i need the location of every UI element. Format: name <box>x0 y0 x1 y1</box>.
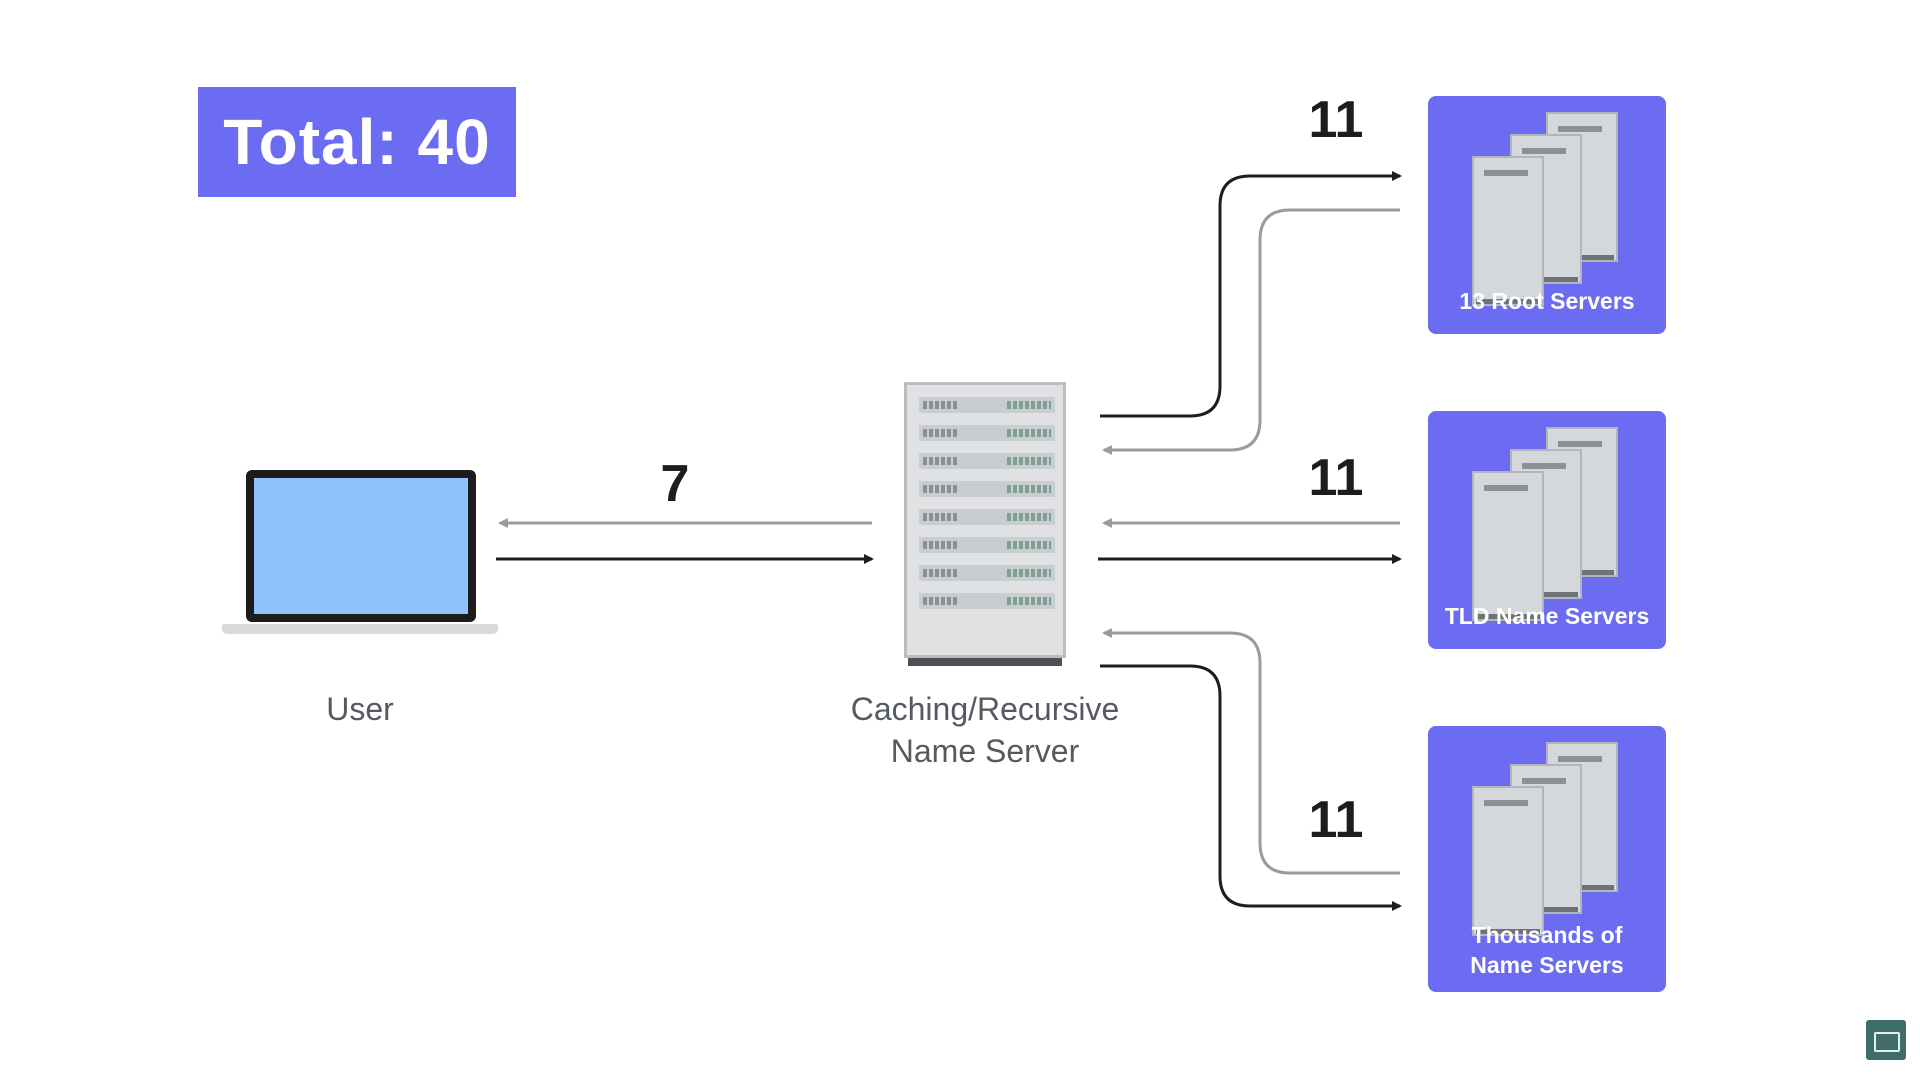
auth-to-cache-response-arrow <box>1102 628 1400 875</box>
server-rack-icon <box>904 382 1066 666</box>
authoritative-servers-label: Thousands of Name Servers <box>1428 920 1666 980</box>
rack-foot <box>908 658 1062 666</box>
tld-link-count: 11 <box>1308 449 1364 507</box>
rack-slot <box>919 509 1055 525</box>
rack-slot <box>919 397 1055 413</box>
server-tower-icon <box>1472 471 1544 621</box>
total-label: Total: 40 <box>223 106 491 178</box>
server-tower-icon <box>1472 156 1544 306</box>
root-to-cache-response-arrow <box>1102 208 1400 455</box>
cache-to-auth-request-arrow <box>1100 664 1402 911</box>
cache-server-label: Caching/Recursive Name Server <box>780 688 1190 772</box>
laptop-base <box>222 624 498 634</box>
rack-slot <box>919 593 1055 609</box>
root-servers-label: 13 Root Servers <box>1459 288 1635 314</box>
authoritative-servers-label-line-1: Thousands of <box>1471 922 1623 948</box>
rack-body <box>904 382 1066 658</box>
auth-link-count: 11 <box>1308 791 1364 849</box>
rack-slot <box>919 453 1055 469</box>
authoritative-servers-label-line-2: Name Servers <box>1470 952 1624 978</box>
tld-servers-label: TLD Name Servers <box>1444 603 1650 629</box>
user-label: User <box>326 691 394 727</box>
laptop-screen <box>246 470 476 622</box>
laptop-icon <box>222 470 498 636</box>
authoritative-servers-card: Thousands of Name Servers <box>1428 726 1666 992</box>
rack-slot <box>919 425 1055 441</box>
root-servers-card: 13 Root Servers <box>1428 96 1666 334</box>
cache-server-label-line-2: Name Server <box>890 733 1080 769</box>
channel-logo-icon <box>1866 1020 1906 1060</box>
rack-slot <box>919 537 1055 553</box>
root-link-count: 11 <box>1308 91 1364 149</box>
user-link-count: 7 <box>660 455 690 513</box>
cache-to-root-request-arrow <box>1100 171 1402 418</box>
rack-slot <box>919 481 1055 497</box>
rack-slot <box>919 565 1055 581</box>
cache-server-label-line-1: Caching/Recursive <box>850 691 1120 727</box>
tld-servers-card: TLD Name Servers <box>1428 411 1666 649</box>
server-tower-icon <box>1472 786 1544 936</box>
total-box: Total: 40 <box>198 87 516 197</box>
